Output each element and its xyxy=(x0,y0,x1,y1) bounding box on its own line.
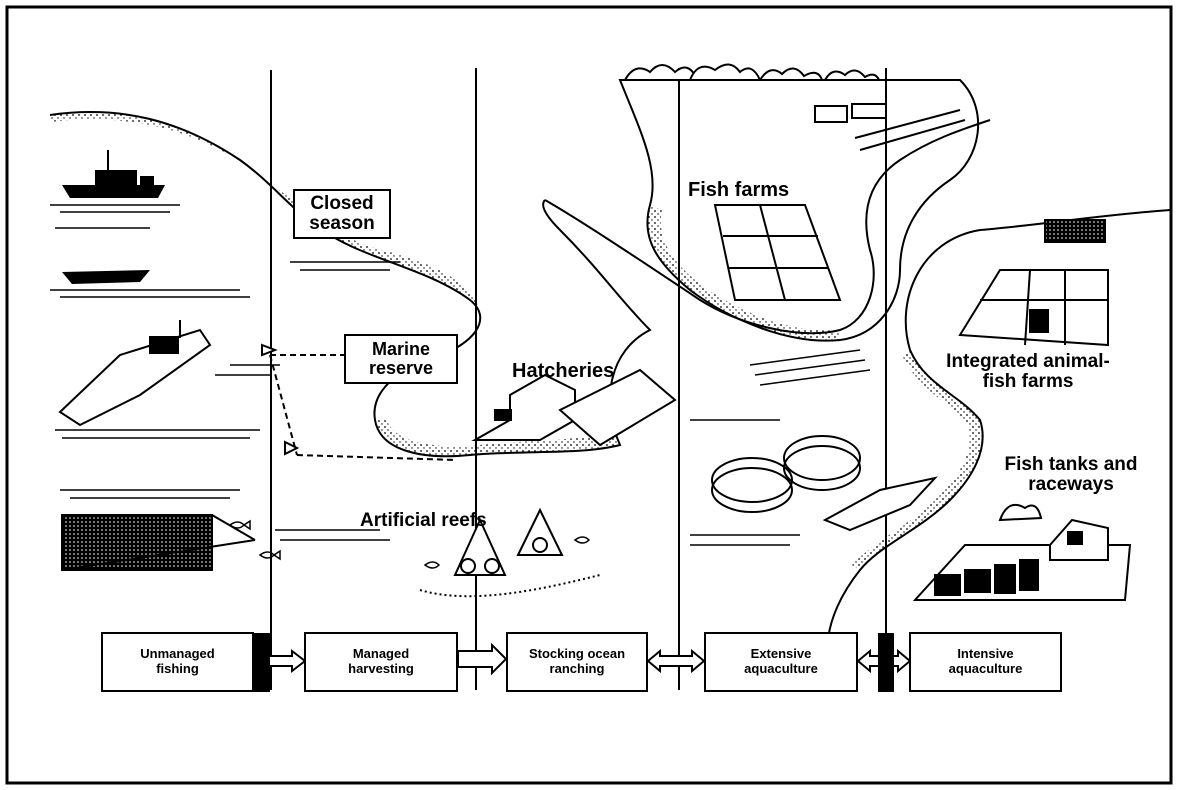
stage-label: Managed harvesting xyxy=(331,647,431,677)
stage-stocking-ocean-ranching: Stocking ocean ranching xyxy=(506,632,648,692)
raceways-icon xyxy=(915,505,1130,600)
large-ship-icon xyxy=(60,320,210,425)
stage-intensive-aquaculture: Intensive aquaculture xyxy=(909,632,1062,692)
fish-farm-ponds-icon xyxy=(715,205,840,300)
stage-label: Unmanaged fishing xyxy=(123,647,233,677)
closed-season-text: Closed season xyxy=(295,194,389,234)
stage-unmanaged-fishing: Unmanaged fishing xyxy=(101,632,254,692)
marine-reserve-label: Marine reserve xyxy=(344,334,458,384)
marine-reserve-text: Marine reserve xyxy=(346,340,456,378)
stage-extensive-aquaculture: Extensive aquaculture xyxy=(704,632,858,692)
stage-label: Extensive aquaculture xyxy=(721,647,841,677)
trawler-icon xyxy=(62,150,165,198)
stake-row-icon xyxy=(750,350,870,385)
fish-farms-label: Fish farms xyxy=(688,180,789,201)
tree-row-icon xyxy=(625,64,879,80)
closed-season-label: Closed season xyxy=(293,189,391,239)
stage-label: Intensive aquaculture xyxy=(931,647,1041,677)
stage-label: Stocking ocean ranching xyxy=(512,647,642,677)
round-tanks-icon xyxy=(712,436,935,530)
stage-managed-harvesting: Managed harvesting xyxy=(304,632,458,692)
integrated-farm-icon xyxy=(960,220,1108,345)
fishing-net-icon xyxy=(62,515,255,570)
fish-tanks-label: Fish tanks and raceways xyxy=(985,455,1157,495)
hatcheries-label: Hatcheries xyxy=(512,361,614,382)
artificial-reefs-label: Artificial reefs xyxy=(360,511,487,531)
integrated-farms-label: Integrated animal-fish farms xyxy=(938,352,1118,392)
small-buildings-icon xyxy=(815,104,965,150)
canoe-icon xyxy=(62,270,150,284)
